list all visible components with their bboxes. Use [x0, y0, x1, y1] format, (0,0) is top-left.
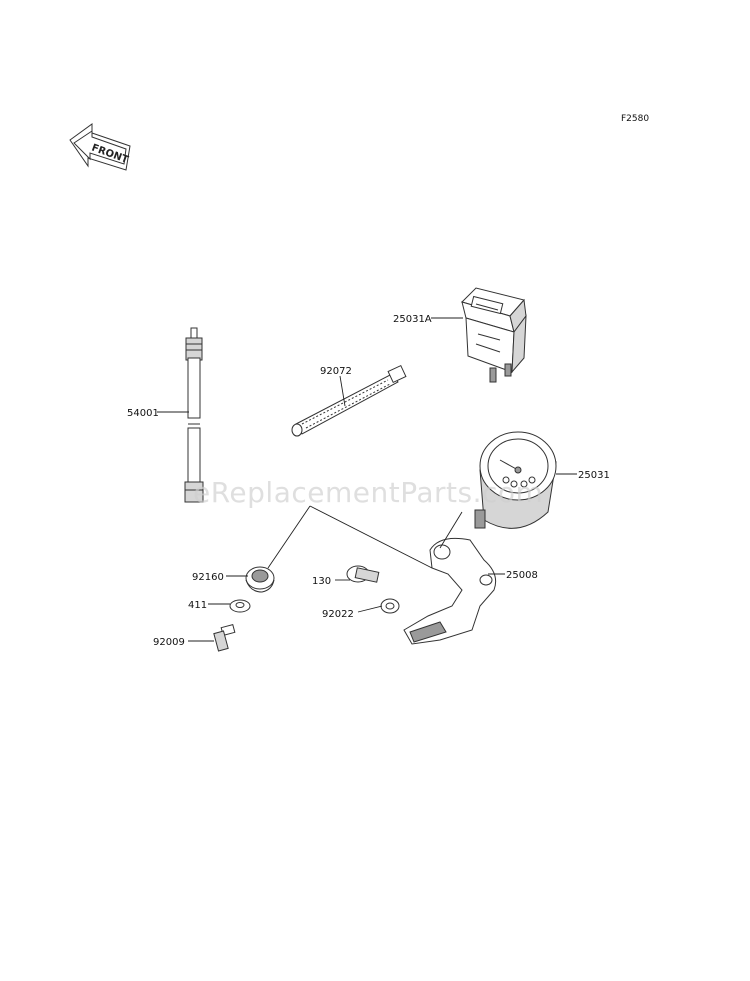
callout-25031: 25031: [578, 470, 610, 481]
hour-meter: [461, 287, 527, 383]
callout-92022: 92022: [322, 609, 354, 620]
speedometer-cable: [184, 327, 204, 503]
callout-130: 130: [312, 576, 331, 587]
callout-25031A: 25031A: [393, 314, 432, 325]
callout-25008: 25008: [506, 570, 538, 581]
assembly-lines: [267, 505, 463, 569]
collar: [229, 599, 251, 613]
callout-92072: 92072: [320, 366, 352, 377]
watermark: eReplacementParts.com: [193, 476, 543, 509]
bolt: [346, 565, 380, 583]
figure-code: F2580: [621, 114, 649, 124]
callout-labels: 25031A 92072 54001 25031 25008 92160 130…: [127, 314, 610, 648]
grommet: [245, 566, 275, 593]
callout-54001: 54001: [127, 408, 159, 419]
callout-92009: 92009: [153, 637, 185, 648]
leader-lines: [157, 317, 577, 642]
screw: [213, 623, 236, 652]
callout-411: 411: [188, 600, 207, 611]
front-arrow-icon: FRONT: [69, 123, 131, 171]
meter-bracket: [403, 537, 497, 645]
callout-92160: 92160: [192, 572, 224, 583]
cable-tie: [291, 364, 407, 437]
speedometer: [474, 431, 557, 529]
washer: [380, 598, 400, 614]
